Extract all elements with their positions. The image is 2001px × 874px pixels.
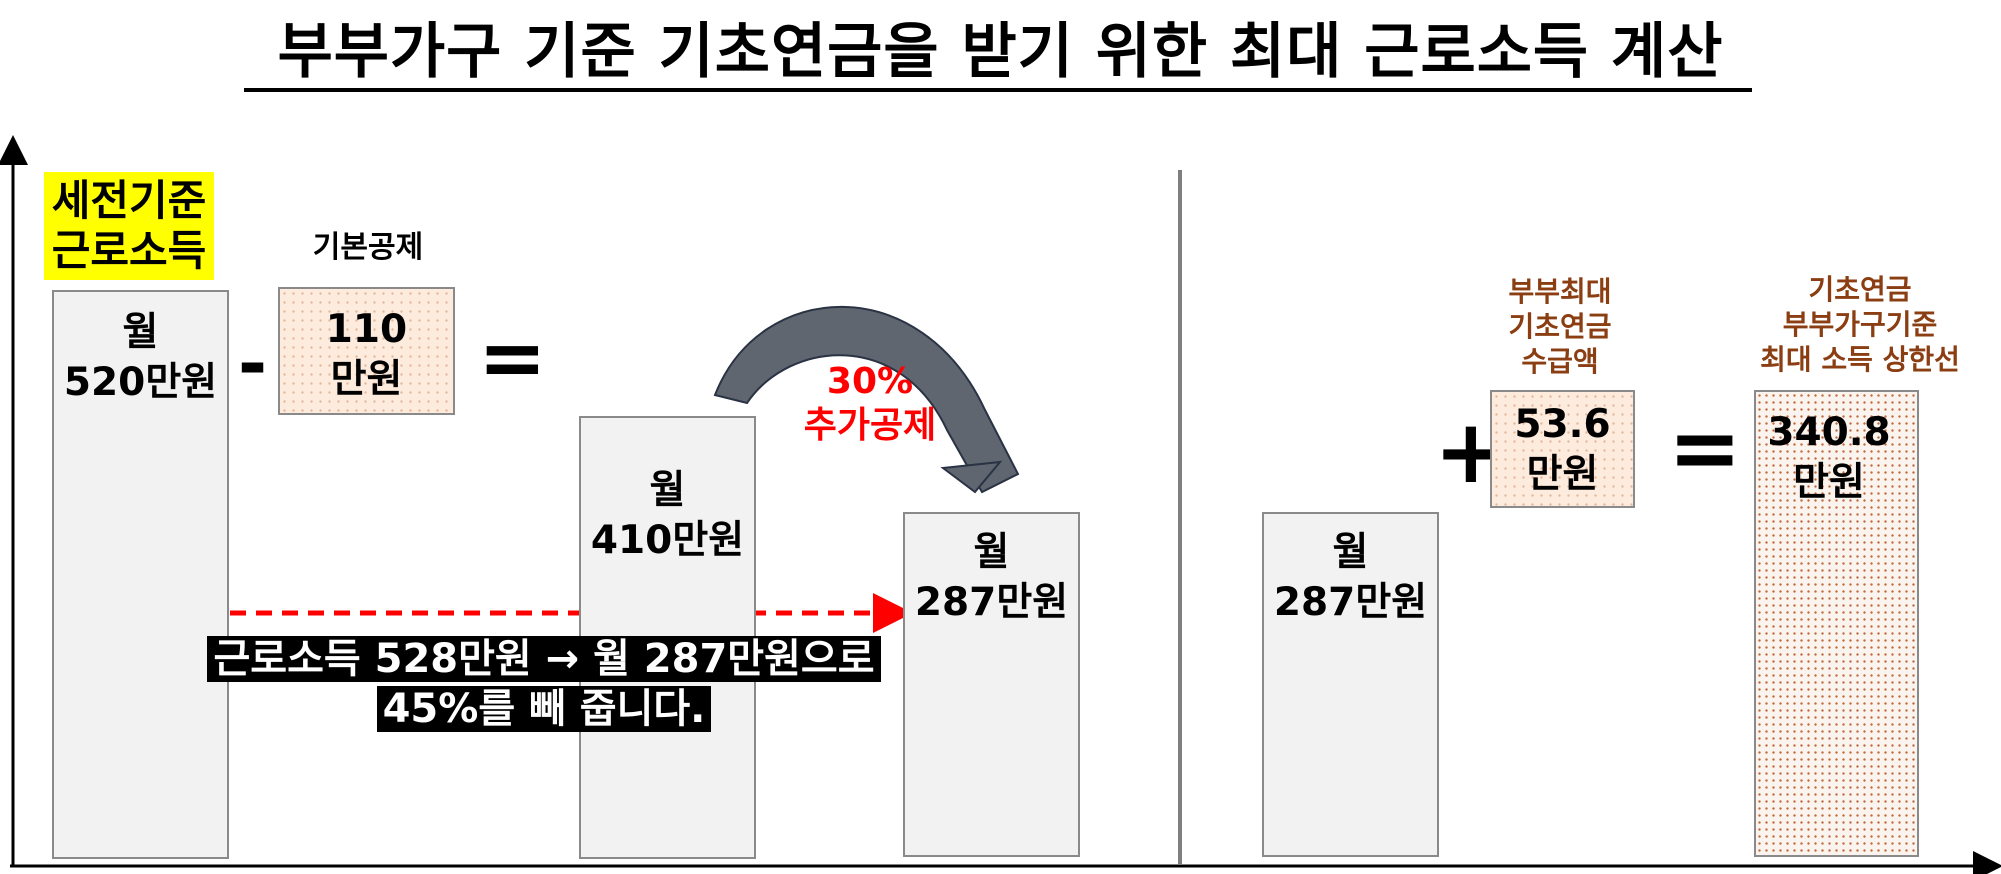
basic-deduction-value: 110 만원: [325, 307, 408, 402]
curved-arrow-head: [940, 460, 1003, 494]
bar-final-income-label: 월 287만원: [914, 530, 1069, 625]
couple-max-pension-box: [1490, 390, 1635, 508]
couple-max-pension-label: 부부최대 기초연금 수급액: [1508, 275, 1612, 378]
bar-income-right: [1262, 512, 1439, 857]
equals-sign-right: =: [1668, 396, 1742, 499]
bar-after-basic-deduction-label: 월 410만원: [590, 468, 745, 563]
bar-final-income: [903, 512, 1080, 857]
income-limit-bar: [1754, 390, 1919, 857]
couple-max-pension-value: 53.6 만원: [1514, 402, 1611, 497]
title-underline: [244, 88, 1752, 92]
income-limit-value: 340.8 만원: [1767, 410, 1891, 505]
equals-sign-left: =: [478, 311, 547, 406]
income-limit-label: 기초연금 부부가구기준 최대 소득 상한선: [1760, 273, 1960, 376]
basic-deduction-label: 기본공제: [312, 230, 424, 265]
curved-arrow-icon: [713, 306, 1020, 494]
bar-gross-income: [52, 290, 229, 859]
page-title: 부부가구 기준 기초연금을 받기 위한 최대 근로소득 계산: [277, 17, 1724, 87]
summary-caption: 근로소득 528만원 → 월 287만원으로 45%를 빼 줍니다.: [188, 634, 900, 734]
extra-deduction-label: 30% 추가공제: [803, 361, 937, 446]
minus-sign: -: [238, 323, 268, 405]
basic-deduction-box: [278, 287, 455, 415]
bar-gross-income-label: 월 520만원: [63, 310, 218, 405]
pre-tax-income-label: 세전기준 근로소득: [44, 172, 214, 280]
bar-income-right-label: 월 287만원: [1273, 530, 1428, 625]
